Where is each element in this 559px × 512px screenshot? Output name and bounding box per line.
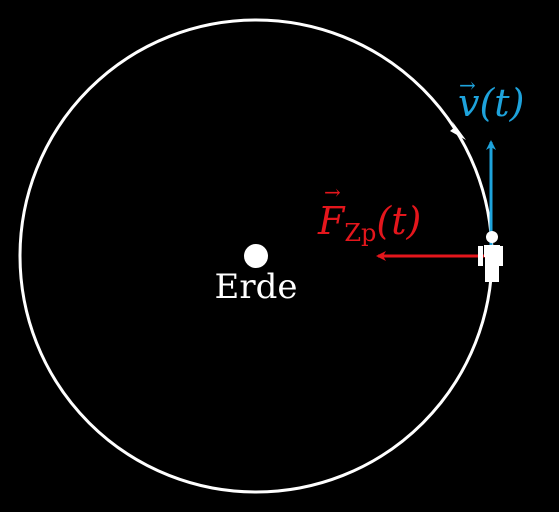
- svg-text:FZp(t): FZp(t): [317, 199, 421, 247]
- velocity-symbol: v: [458, 81, 480, 125]
- force-argument: (t): [376, 199, 421, 243]
- earth-label: Erde: [215, 267, 298, 307]
- svg-text:v(t): v(t): [458, 81, 524, 125]
- force-label: → FZp(t): [317, 180, 421, 247]
- earth-dot: [244, 244, 268, 268]
- velocity-argument: (t): [479, 81, 524, 125]
- astronaut-icon: [478, 231, 503, 282]
- velocity-vector-arrow-accent: →: [459, 73, 476, 97]
- force-vector-arrow-accent: →: [324, 180, 341, 204]
- force-subscript: Zp: [344, 219, 376, 247]
- force-symbol: F: [317, 199, 346, 243]
- velocity-label: → v(t): [458, 73, 524, 125]
- orbit-direction-arrowhead: [450, 121, 466, 140]
